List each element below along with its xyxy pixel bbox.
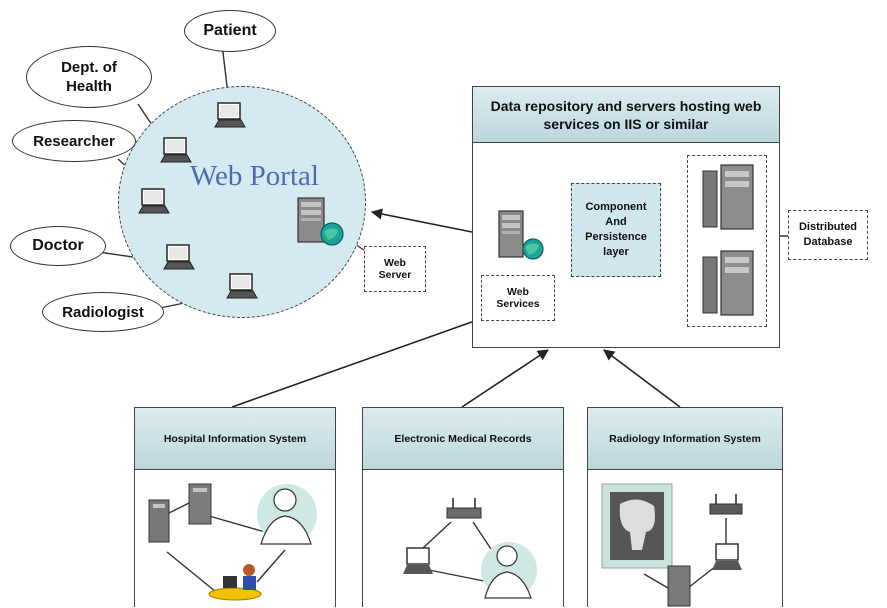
laptop-icon (214, 102, 246, 128)
data-repository-header: Data repository and servers hosting web … (473, 87, 779, 143)
laptop-icon (403, 547, 433, 574)
laptop-icon (163, 244, 195, 270)
component-persistence-layer: Component And Persistence layer (571, 183, 661, 277)
web-services-label: Web Services (481, 275, 555, 321)
patient-ellipse: Patient (184, 10, 276, 52)
server-icon (148, 499, 170, 543)
data-repository-panel: Data repository and servers hosting web … (472, 86, 780, 348)
router-icon (709, 494, 743, 515)
xray-image-icon (601, 483, 673, 569)
router-icon (446, 498, 482, 519)
server-icon (667, 565, 691, 607)
ris-arrow (603, 349, 681, 408)
laptop-icon (712, 543, 742, 570)
hospital-network-illustration (148, 483, 317, 601)
hospital-information-system-header: Hospital Information System (135, 408, 335, 470)
receptionist-icon (208, 564, 262, 601)
doctor-ellipse: Doctor (10, 226, 106, 266)
radiologist-ellipse: Radiologist (42, 292, 164, 332)
database-server-icon (702, 250, 754, 316)
radiology-information-system-header: Radiology Information System (588, 408, 782, 470)
laptop-icon (226, 273, 258, 299)
dept-of-health-ellipse: Dept. of Health (26, 46, 152, 108)
distributed-database-label: Distributed Database (788, 210, 868, 260)
web-services-server-icon (498, 210, 544, 260)
ris-network-illustration (601, 483, 743, 607)
database-server-icon (702, 164, 754, 230)
web-portal-title: Web Portal (190, 160, 319, 192)
laptop-icon (138, 188, 170, 214)
database-server-group (687, 155, 767, 327)
his-arrow (231, 316, 485, 408)
laptop-icon (160, 137, 192, 163)
radiology-information-system-panel: Radiology Information System (587, 407, 783, 607)
emr-arrow (461, 349, 549, 408)
server-icon (188, 483, 212, 525)
web-server-icon (297, 197, 344, 246)
researcher-ellipse: Researcher (12, 120, 136, 162)
electronic-medical-records-panel: Electronic Medical Records (362, 407, 564, 607)
doctor-figure-icon (257, 484, 317, 545)
repository-to-portal-arrow (370, 208, 473, 233)
electronic-medical-records-header: Electronic Medical Records (363, 408, 563, 470)
emr-network-illustration (403, 498, 537, 599)
doctor-figure-icon (481, 542, 537, 599)
hospital-information-system-panel: Hospital Information System (134, 407, 336, 607)
web-server-label: Web Server (364, 246, 426, 292)
